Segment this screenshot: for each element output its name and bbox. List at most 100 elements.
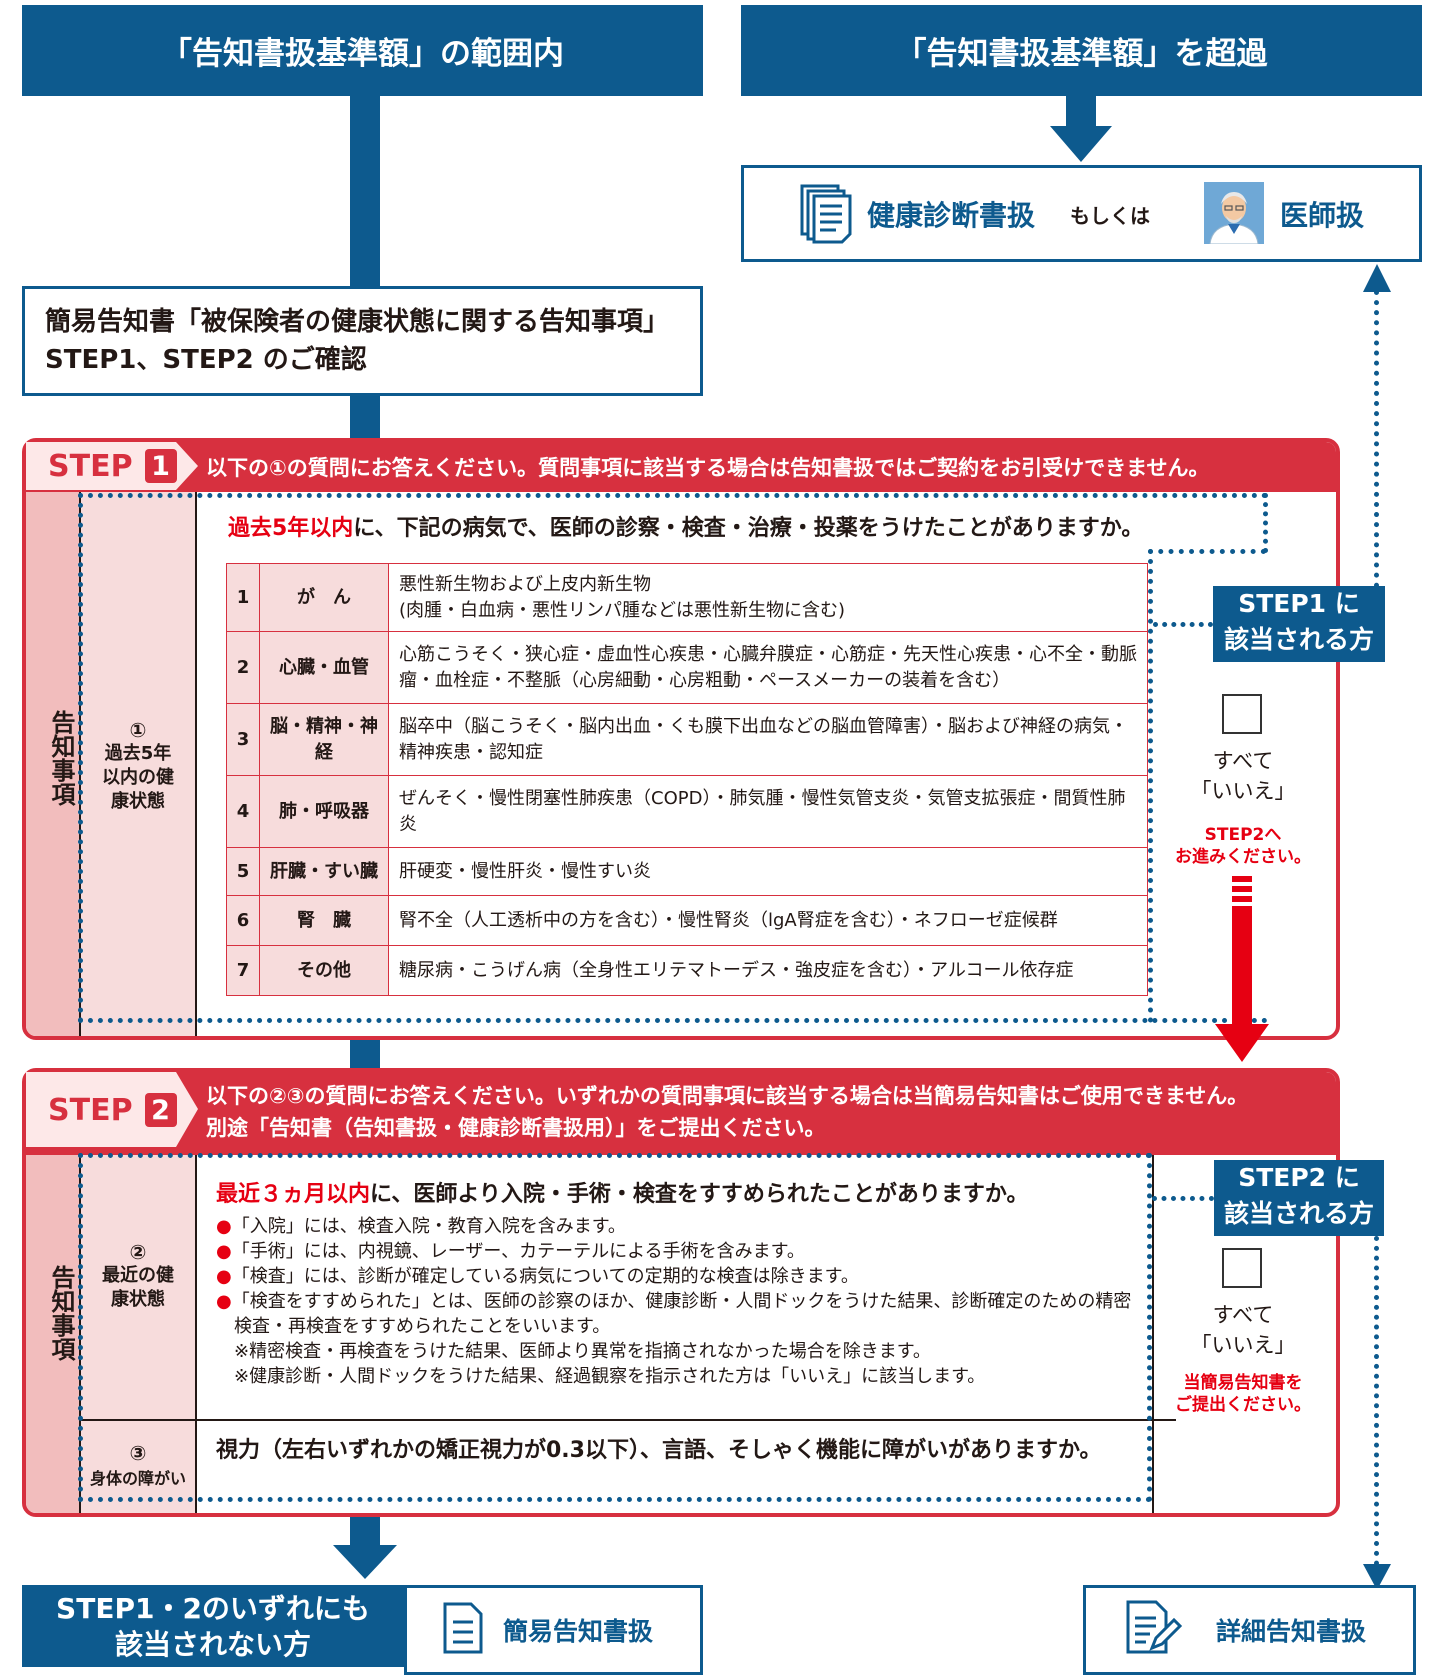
option-health-check: 健康診断書扱 bbox=[867, 199, 1036, 232]
header-within-limit: 「告知書扱基準額」の範囲内 bbox=[22, 5, 703, 96]
step2-checkbox[interactable] bbox=[1222, 1248, 1262, 1288]
arrow-down-icon bbox=[1363, 1564, 1391, 1590]
subnote-item: ※精密検査・再検査をうけた結果、医師より異常を指摘されなかった場合を除きます。 bbox=[234, 1341, 931, 1362]
note-item: ●「入院」には、検査入院・教育入院を含みます。 bbox=[216, 1216, 626, 1237]
step2-submit-2: ご提出ください。 bbox=[1175, 1395, 1311, 1415]
step1-checkbox[interactable] bbox=[1222, 694, 1262, 734]
step2-side-bg bbox=[26, 1155, 79, 1513]
step2-applicable-badge: STEP2 に 該当される方 bbox=[1214, 1160, 1384, 1236]
step1-question: 過去5年以内に、下記の病気で、医師の診察・検査・治療・投薬をうけたことがあります… bbox=[228, 510, 1143, 542]
step2-q-divider bbox=[79, 1419, 1176, 1421]
disease-description: 糖尿病・こうげん病（全身性エリテマトーデス・強皮症を含む）・アルコール依存症 bbox=[388, 945, 1148, 996]
disease-category: その他 bbox=[259, 945, 389, 996]
step1-dotted-frame bbox=[78, 493, 1268, 1023]
bullet-icon: ● bbox=[216, 1241, 232, 1262]
step2-q2: 最近３ヵ月以内に、医師より入院・手術・検査をすすめられたことがありますか。 bbox=[216, 1176, 1028, 1208]
dotted-connector-step2 bbox=[1152, 1196, 1214, 1201]
dotted-line-down bbox=[1374, 1236, 1379, 1566]
disease-description: 悪性新生物および上皮内新生物 (肉腫・白血病・悪性リンパ腫などは悪性新生物に含む… bbox=[388, 563, 1148, 632]
confirm-box: 簡易告知書「被保険者の健康状態に関する告知事項」 STEP1、STEP2 のご確… bbox=[22, 286, 703, 396]
disease-description: ぜんそく・慢性閉塞性肺疾患（COPD）・肺気腫・慢性気管支炎・気管支拡張症・間質… bbox=[388, 775, 1148, 848]
header-over-limit: 「告知書扱基準額」を超過 bbox=[741, 5, 1422, 96]
step1-applicable-line1: STEP1 に bbox=[1238, 589, 1360, 618]
step1-label: STEP bbox=[48, 448, 133, 484]
step2-all-no-2: 「いいえ」 bbox=[1190, 1333, 1296, 1357]
dotted-top bbox=[78, 493, 1268, 498]
step1-qlabel-text: 過去5年以内の健康状態 bbox=[102, 743, 174, 812]
disease-number: 3 bbox=[226, 703, 260, 776]
disease-description: 肝硬変・慢性肝炎・慢性すい炎 bbox=[388, 847, 1148, 896]
step2-dotted-frame bbox=[78, 1153, 1152, 1502]
dotted-connector-step1 bbox=[1153, 622, 1213, 627]
step2-label: STEP bbox=[48, 1092, 133, 1128]
disease-number: 2 bbox=[226, 631, 260, 704]
step1-proceed: STEP2へ お進みください。 bbox=[1158, 824, 1328, 868]
step1-proceed-2: お進みください。 bbox=[1175, 847, 1311, 867]
disease-number: 4 bbox=[226, 775, 260, 848]
step2-qlabel-bg bbox=[79, 1155, 197, 1513]
step1-applicable-line2: 該当される方 bbox=[1223, 625, 1374, 654]
step2-applicable-line1: STEP2 に bbox=[1238, 1163, 1360, 1192]
step1-header-bar bbox=[26, 442, 1336, 492]
disease-description: 腎不全（人工透析中の方を含む）・慢性腎炎（lgA腎症を含む）・ネフローゼ症候群 bbox=[388, 895, 1148, 946]
bullet-icon: ● bbox=[216, 1266, 232, 1287]
step2-header-bar bbox=[26, 1072, 1336, 1155]
simple-notice-box: 簡易告知書扱 bbox=[404, 1585, 703, 1675]
red-arrow-down-icon bbox=[1215, 876, 1269, 1062]
step1-all-no: すべて 「いいえ」 bbox=[1188, 746, 1298, 806]
step2-submit-1: 当簡易告知書を bbox=[1183, 1373, 1303, 1393]
note-item: ●「検査」には、診断が確定している病気についての定期的な検査は除きます。 bbox=[216, 1266, 859, 1287]
step2-q3-label-text: 身体の障がい bbox=[89, 1469, 186, 1488]
bullet-icon: ● bbox=[216, 1291, 232, 1312]
step2-q3-num: ③ bbox=[129, 1441, 147, 1465]
disease-category: が ん bbox=[259, 563, 389, 632]
step2-submit: 当簡易告知書を ご提出ください。 bbox=[1158, 1372, 1328, 1416]
confirm-line2: STEP1、STEP2 のご確認 bbox=[45, 345, 367, 375]
step2-applicable-line2: 該当される方 bbox=[1223, 1199, 1374, 1228]
flow-line-left-3 bbox=[350, 1040, 380, 1070]
step2-all-no: すべて 「いいえ」 bbox=[1188, 1300, 1298, 1360]
disease-description: 脳卒中（脳こうそく・脳内出血・くも膜下出血などの脳血管障害）・脳および神経の病気… bbox=[388, 703, 1148, 776]
arrow-down-icon bbox=[1050, 126, 1112, 162]
step2-side-label: 告知事項 bbox=[47, 1265, 75, 1361]
detailed-notice-label: 詳細告知書扱 bbox=[1216, 1617, 1367, 1646]
disease-category: 肺・呼吸器 bbox=[259, 775, 389, 848]
step2-number: 2 bbox=[144, 1093, 177, 1127]
step2-q3: 視力（左右いずれかの矯正視力が0.3以下）、言語、そしゃく機能に障がいがあります… bbox=[216, 1438, 1102, 1463]
step2-instruction-1: 以下の②③の質問にお答えください。いずれかの質問事項に該当する場合は当簡易告知書… bbox=[206, 1084, 1249, 1108]
dotted-line-up bbox=[1374, 290, 1379, 588]
step2-notes: ●「入院」には、検査入院・教育入院を含みます。 ●「手術」には、内視鏡、レーザー… bbox=[216, 1214, 1136, 1389]
step2-panel bbox=[22, 1068, 1340, 1517]
step2-q2-num: ② bbox=[129, 1240, 147, 1264]
step2-instruction: 以下の②③の質問にお答えください。いずれかの質問事項に該当する場合は当簡易告知書… bbox=[206, 1080, 1248, 1144]
disease-category: 肝臓・すい臓 bbox=[259, 847, 389, 896]
option-doctor: 医師扱 bbox=[1280, 199, 1365, 232]
step2-all-no-1: すべて bbox=[1212, 1303, 1274, 1327]
step1-all-no-2: 「いいえ」 bbox=[1190, 779, 1296, 803]
step2-right-border bbox=[1152, 1155, 1154, 1513]
flow-line-right bbox=[1066, 96, 1096, 128]
step1-qlabel-bg bbox=[79, 492, 197, 1036]
step1-instruction: 以下の①の質問にお答えください。質問事項に該当する場合は告知書扱ではご契約をお引… bbox=[206, 456, 1210, 480]
step1-qlabel: ① 過去5年以内の健康状態 bbox=[79, 718, 197, 814]
simple-notice-label: 簡易告知書扱 bbox=[503, 1617, 654, 1646]
step2-badge: STEP 2 bbox=[48, 1090, 177, 1130]
confirm-line1: 簡易告知書「被保険者の健康状態に関する告知事項」 bbox=[45, 307, 670, 337]
step1-question-em: 過去5年以内 bbox=[228, 516, 354, 541]
step2-q2-rest: に、医師より入院・手術・検査をすすめられたことがありますか。 bbox=[370, 1182, 1029, 1207]
options-box: 健康診断書扱 もしくは 医師扱 bbox=[741, 165, 1422, 262]
none-line2: 該当されない方 bbox=[114, 1628, 311, 1661]
none-applicable-box: STEP1・2のいずれにも 該当されない方 bbox=[22, 1585, 404, 1667]
disease-number: 5 bbox=[226, 847, 260, 896]
step1-all-no-1: すべて bbox=[1212, 749, 1274, 773]
flow-line-left bbox=[350, 96, 380, 286]
step1-proceed-1: STEP2へ bbox=[1204, 825, 1282, 845]
step1-side-bg bbox=[26, 492, 79, 1036]
disease-number: 1 bbox=[226, 563, 260, 632]
